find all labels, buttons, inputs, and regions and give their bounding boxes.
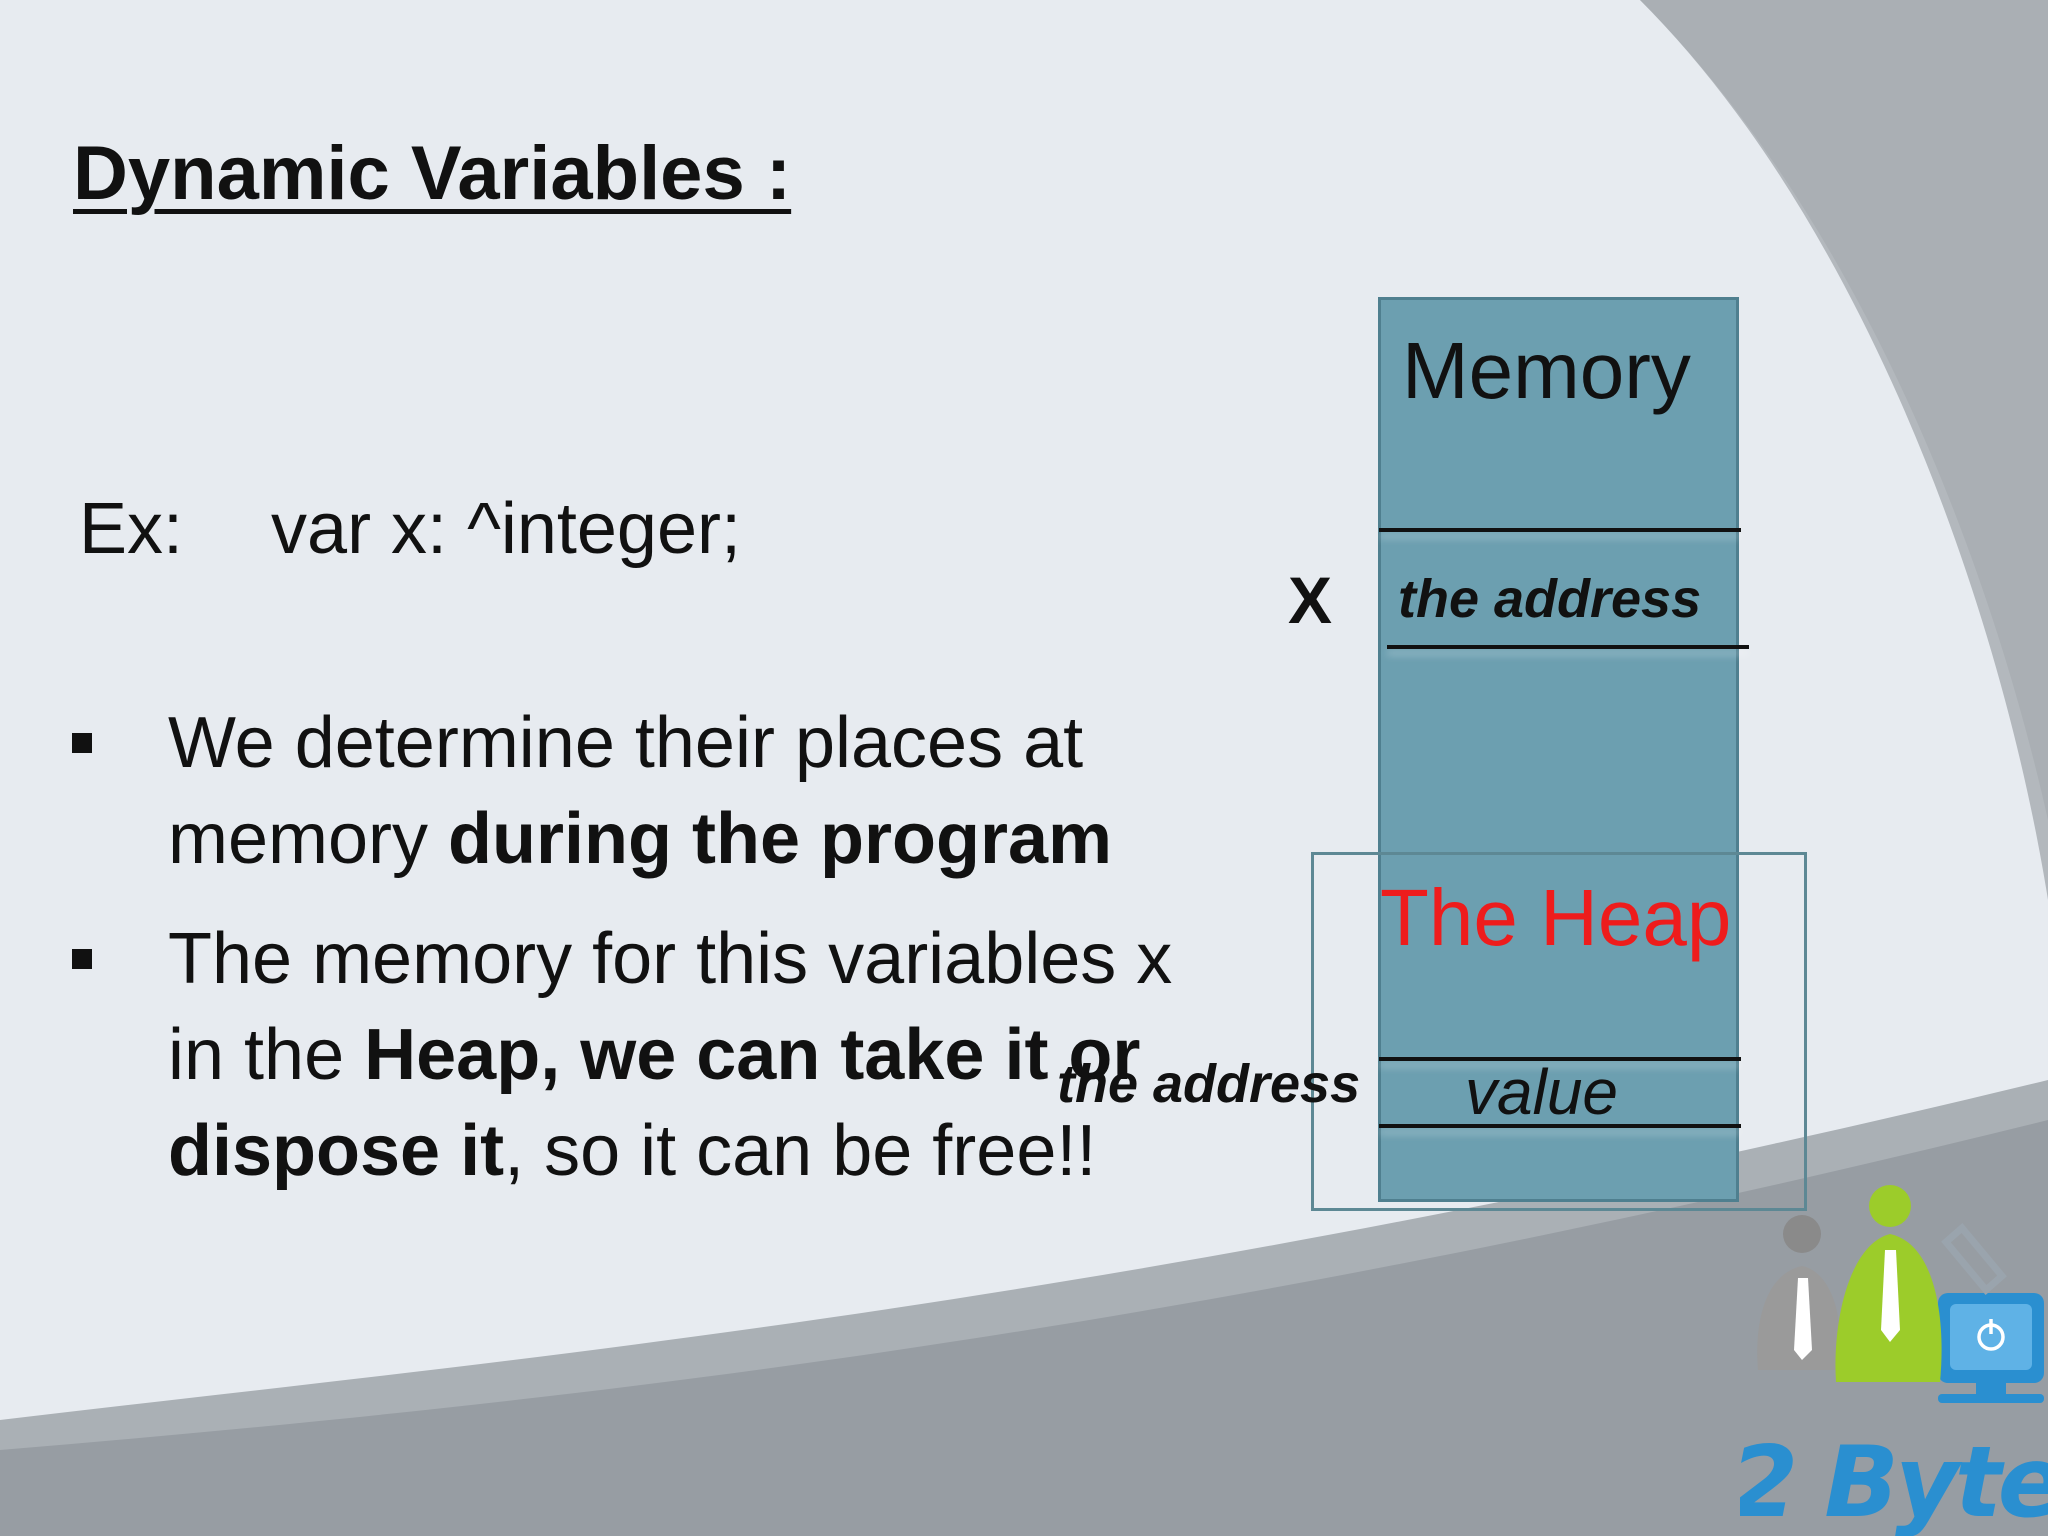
example-code: var x: ^integer; [271, 489, 741, 569]
stack-slot-bottom-line [1387, 645, 1749, 649]
heap-value-label: value [1465, 1056, 1618, 1128]
logo-text: 2 Bytes [1740, 1426, 2048, 1536]
power-icon [1977, 1319, 2005, 1351]
bullet-item: The memory for this variables x in the H… [68, 911, 1238, 1199]
monitor-icon [1938, 1223, 2044, 1403]
stack-slot-top-line [1379, 528, 1741, 532]
memory-column [1378, 297, 1749, 1202]
heap-slot-bottom-line [1379, 1124, 1741, 1128]
bullet-text-bold: Heap, we can take it or dispose it [168, 1015, 1141, 1191]
heap-slot-top-line [1379, 1057, 1741, 1061]
bullet-square-icon [72, 733, 92, 753]
bullet-text: We determine their places at memory [168, 703, 1084, 879]
bullet-text: , so it can be free!! [504, 1111, 1097, 1191]
memory-label: Memory [1402, 326, 1691, 415]
bullet-list: We determine their places at memory duri… [68, 695, 1238, 1223]
bullet-item: We determine their places at memory duri… [68, 695, 1238, 887]
person-green-icon [1835, 1185, 1942, 1382]
heap-address-label: the address [1057, 1054, 1361, 1114]
stack-slot-label: the address [1398, 569, 1702, 629]
bullet-text: The memory for this variables x in the [168, 919, 1173, 1095]
bullet-text-bold: during the program [448, 799, 1113, 879]
logo: 2 Bytes [1740, 1185, 2048, 1536]
pointer-variable-label: X [1288, 563, 1333, 637]
heap-label: The Heap [1380, 873, 1732, 962]
example-declaration: Ex: var x: ^integer; [79, 488, 741, 570]
person-gray-icon [1757, 1215, 1841, 1370]
bullet-square-icon [72, 949, 92, 969]
heap-region [1311, 852, 1807, 1211]
slide-title: Dynamic Variables : [73, 131, 792, 216]
example-prefix: Ex: [79, 489, 184, 569]
